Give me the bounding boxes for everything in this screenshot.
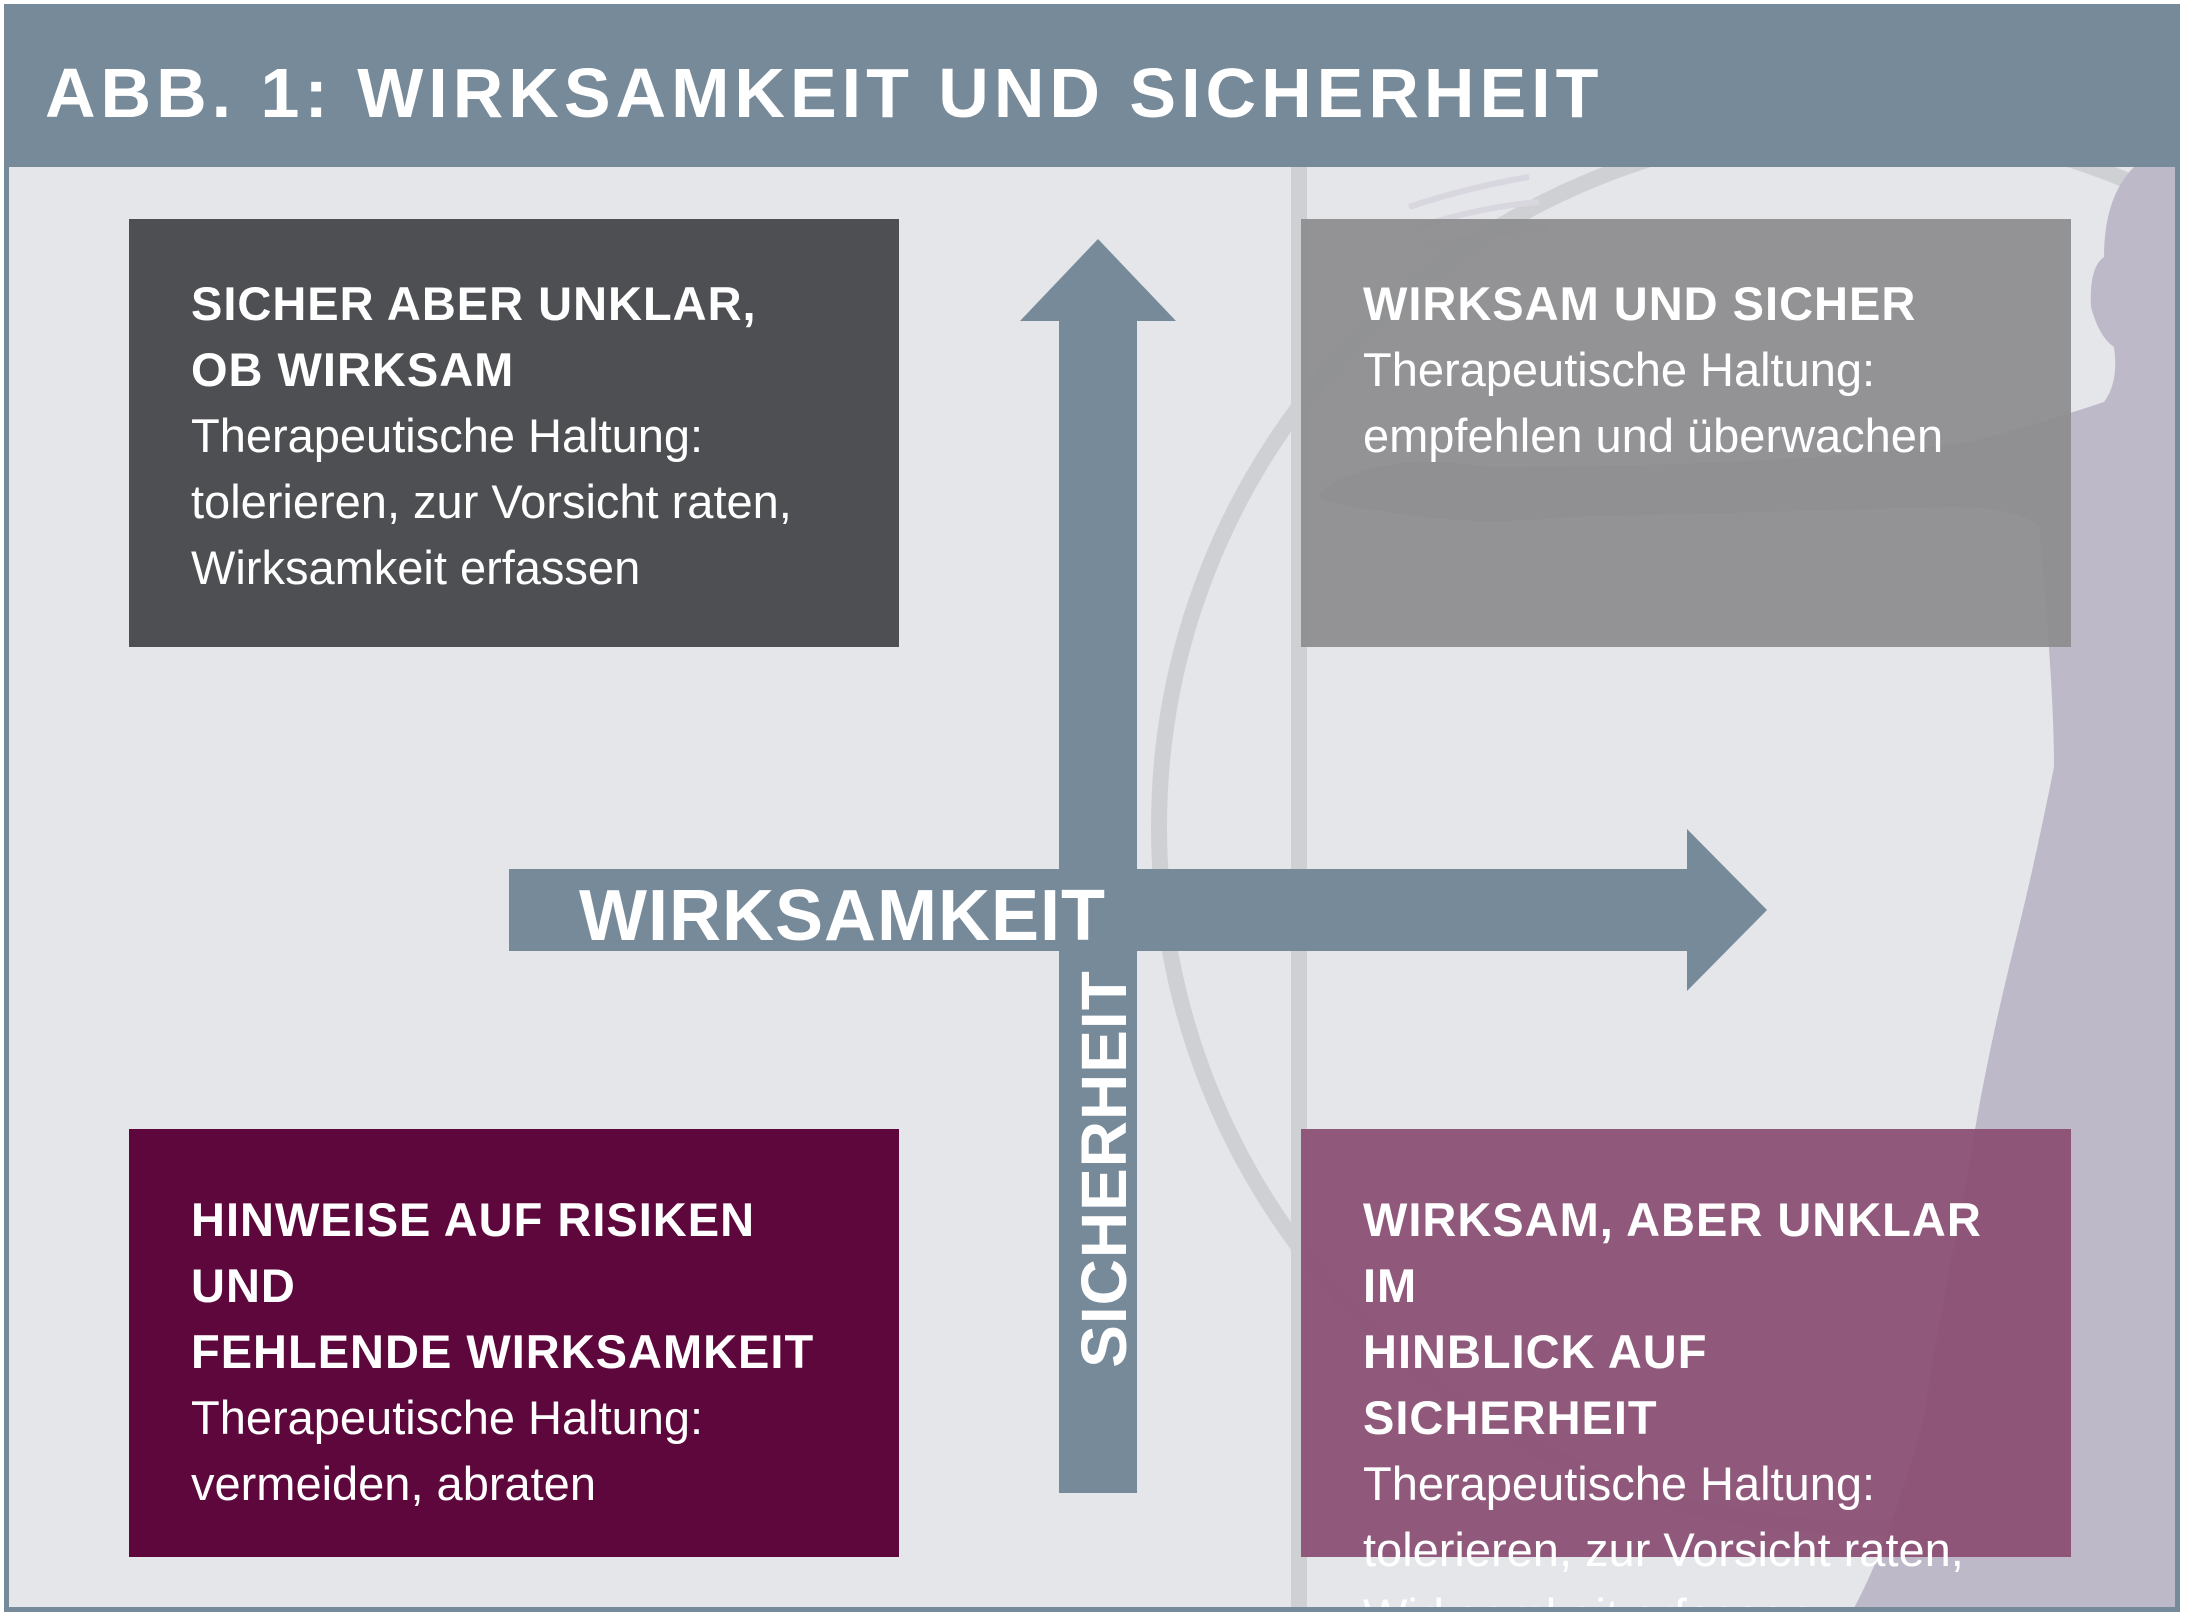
- quadrant-text: Therapeutische Haltung:: [1363, 1457, 1876, 1510]
- quadrant-text: vermeiden, abraten: [191, 1457, 596, 1510]
- axis-arrows: [509, 239, 1767, 1493]
- quadrant-text: Therapeutische Haltung:: [1363, 343, 1876, 396]
- quadrant-effective-unclear-safety: WIRKSAM, ABER UNKLAR IM HINBLICK AUF SIC…: [1301, 1129, 2071, 1607]
- quadrant-effective-and-safe: WIRKSAM UND SICHER Therapeutische Haltun…: [1301, 219, 2071, 647]
- quadrant-text: Therapeutische Haltung:: [191, 1391, 704, 1444]
- safety-axis-arrow: [1020, 239, 1176, 1493]
- quadrant-title: HINWEISE AUF RISIKEN UND: [191, 1193, 756, 1312]
- quadrant-text: empfehlen und überwachen: [1363, 409, 1944, 462]
- figure-title: ABB. 1: WIRKSAMKEIT UND SICHERHEIT: [45, 54, 1604, 132]
- quadrant-title: HINBLICK AUF SICHERHEIT: [1363, 1325, 1708, 1444]
- quadrant-text: tolerieren, zur Vorsicht raten,: [191, 475, 792, 528]
- quadrant-title: SICHER ABER UNKLAR,: [191, 277, 757, 330]
- figure-frame: ABB. 1: WIRKSAMKEIT UND SICHERHEIT SICHE…: [4, 4, 2180, 1612]
- quadrant-title: WIRKSAM UND SICHER: [1363, 277, 1917, 330]
- quadrant-text: Wirksamkeit erfassen: [1363, 1583, 2011, 1607]
- figure-header: ABB. 1: WIRKSAMKEIT UND SICHERHEIT: [9, 9, 2175, 167]
- safety-axis-label: SICHERHEIT: [1068, 970, 1140, 1368]
- quadrant-title: FEHLENDE WIRKSAMKEIT: [191, 1325, 815, 1378]
- quadrant-title: OB WIRKSAM: [191, 343, 515, 396]
- efficacy-axis-arrow: [509, 829, 1767, 991]
- quadrant-text: Therapeutische Haltung:: [191, 409, 704, 462]
- quadrant-text: Wirksamkeit erfassen: [191, 541, 641, 594]
- quadrant-title: WIRKSAM, ABER UNKLAR IM: [1363, 1193, 1982, 1312]
- quadrant-safe-unclear-efficacy: SICHER ABER UNKLAR, OB WIRKSAM Therapeut…: [129, 219, 899, 647]
- quadrant-text: tolerieren, zur Vorsicht raten,: [1363, 1523, 1964, 1576]
- efficacy-axis-label: WIRKSAMKEIT: [579, 876, 1106, 956]
- quadrant-risks-no-efficacy: HINWEISE AUF RISIKEN UND FEHLENDE WIRKSA…: [129, 1129, 899, 1557]
